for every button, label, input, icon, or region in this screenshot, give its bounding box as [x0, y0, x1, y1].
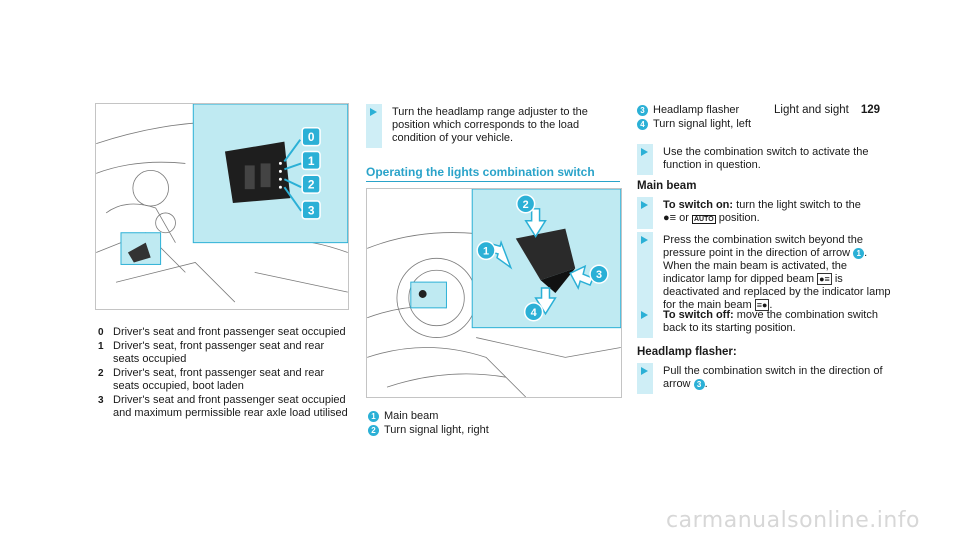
callout-4: 4 — [531, 307, 537, 319]
callout-0: 0 — [308, 130, 315, 144]
step-bar — [637, 197, 653, 229]
main-beam-indicator-icon: ≡● — [754, 299, 770, 311]
step-text: Pull the combination switch in the direc… — [663, 365, 883, 391]
step-arrow-icon — [370, 108, 377, 116]
step-or: or — [679, 212, 689, 224]
figure-seat-load-illustration: 0 1 2 3 — [96, 104, 348, 303]
legend-badge: 4 — [637, 119, 648, 130]
legend-badge: 2 — [368, 425, 379, 436]
step-body: move the combination switch back to its … — [663, 309, 878, 334]
seat-load-callouts: 0 1 2 3 — [301, 127, 321, 220]
switch-panel — [127, 141, 291, 263]
seat-load-legend: 0 Driver's seat and front passenger seat… — [98, 326, 348, 421]
step-text: Press the combination switch beyond the … — [663, 234, 891, 311]
section-name: Light and sight — [774, 104, 849, 116]
legend-badge: 1 — [368, 411, 379, 422]
list-item-number: 2 — [98, 368, 104, 379]
flasher-heading: Headlamp flasher: — [637, 346, 737, 358]
step-text: To switch off: move the combination swit… — [653, 307, 891, 338]
step-range-adjuster: Turn the headlamp range adjuster to the … — [366, 104, 620, 148]
step-position: position. — [718, 212, 760, 224]
list-item-text: Main beam — [384, 410, 439, 422]
callout-2: 2 — [308, 178, 315, 192]
dipped-beam-indicator-icon: ●≡ — [817, 273, 832, 285]
step-arrow-icon — [641, 201, 648, 209]
step-body-a: Press the combination switch beyond the … — [663, 234, 863, 259]
list-item-text: Driver's seat and front passenger seat o… — [113, 394, 348, 419]
step-bar — [637, 363, 653, 394]
step-arrow-icon — [641, 367, 648, 375]
switch-legend-right: 3 Headlamp flasher 4 Turn signal light, … — [637, 104, 887, 132]
step-body-b: . When the main beam is activated, the i… — [663, 247, 868, 285]
step-body: Pull the combination switch in the direc… — [663, 365, 883, 390]
step-bar — [366, 104, 382, 148]
step-text: Turn the headlamp range adjuster to the … — [392, 106, 588, 144]
callout-1: 1 — [483, 245, 489, 257]
dipped-beam-icon: ●≡ — [663, 212, 677, 224]
list-item-text: Turn signal light, right — [384, 424, 489, 436]
main-beam-heading: Main beam — [637, 180, 697, 192]
step-bar — [637, 307, 653, 338]
step-arrow-icon — [641, 148, 648, 156]
list-item-text: Driver's seat and front passenger seat o… — [113, 326, 346, 338]
callout-3: 3 — [308, 203, 315, 217]
callout-3: 3 — [596, 269, 602, 281]
switch-legend-left: 1 Main beam 2 Turn signal light, right — [368, 410, 618, 438]
auto-icon: AUTO — [691, 215, 716, 224]
step-bar — [637, 144, 653, 175]
list-item-text: Driver's seat, front passenger seat and … — [113, 367, 325, 392]
step-press: Press the combination switch beyond the … — [637, 232, 891, 315]
list-item: 3 Driver's seat and front passenger seat… — [98, 394, 348, 420]
step-bar — [637, 232, 653, 315]
section-title: Operating the lights combination switch — [366, 165, 595, 179]
figure-seat-load: 0 1 2 3 — [95, 103, 349, 310]
figure-combination-switch-illustration: 2 1 3 4 — [367, 189, 621, 397]
step-arrow-icon — [641, 236, 648, 244]
list-item: 2 Turn signal light, right — [368, 424, 618, 437]
step-text: To switch on: turn the light switch to t… — [653, 197, 861, 229]
step-body-c: is deactivated and replaced by the indic… — [663, 273, 891, 311]
arrow-badge-3: 3 — [693, 379, 705, 391]
section-rule — [366, 181, 620, 182]
list-item-text: Headlamp flasher — [653, 104, 740, 116]
list-item: 1 Main beam — [368, 410, 618, 423]
list-item-number: 0 — [98, 327, 104, 338]
list-item: 2 Driver's seat, front passenger seat an… — [98, 367, 348, 393]
list-item-number: 1 — [98, 341, 104, 352]
step-arrow-icon — [641, 311, 648, 319]
lever-stalk — [418, 228, 576, 298]
step-text: Use the combination switch to activate t… — [663, 146, 869, 171]
step-body: turn the light switch to the — [736, 199, 861, 211]
list-item-text: Driver's seat, front passenger seat and … — [113, 340, 325, 365]
step-use-switch: Use the combination switch to activate t… — [637, 144, 891, 175]
watermark: carmanualsonline.info — [666, 508, 920, 533]
callout-1: 1 — [308, 154, 315, 168]
list-item: 3 Headlamp flasher — [637, 104, 887, 117]
step-switch-on: To switch on: turn the light switch to t… — [637, 197, 891, 229]
list-item-text: Turn signal light, left — [653, 118, 752, 130]
switch-callouts: 2 1 3 4 — [476, 194, 609, 322]
list-item: 1 Driver's seat, front passenger seat an… — [98, 340, 348, 366]
step-pull: Pull the combination switch in the direc… — [637, 363, 891, 394]
list-item-number: 3 — [98, 395, 104, 406]
page-header: Light and sight 129 — [774, 104, 880, 117]
list-item: 4 Turn signal light, left — [637, 118, 887, 131]
step-label: To switch on: — [663, 199, 734, 211]
step-switch-off: To switch off: move the combination swit… — [637, 307, 891, 338]
legend-badge: 3 — [637, 105, 648, 116]
page-number: 129 — [860, 104, 880, 116]
callout-2: 2 — [523, 199, 529, 211]
arrow-badge-1: 1 — [853, 248, 865, 260]
figure-combination-switch: 2 1 3 4 — [366, 188, 622, 398]
step-label: To switch off: — [663, 309, 734, 321]
list-item: 0 Driver's seat and front passenger seat… — [98, 326, 348, 339]
